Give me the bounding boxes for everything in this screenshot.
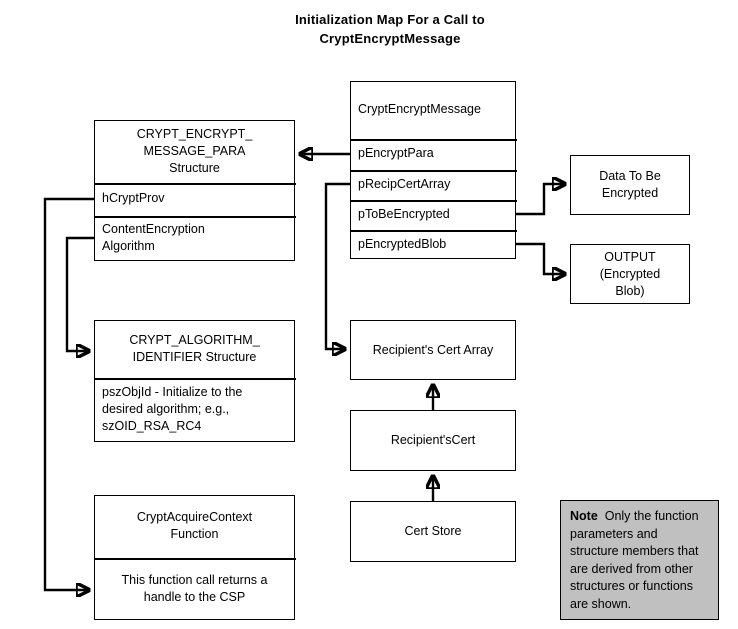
output-encrypted-blob-box [570,244,690,304]
recipient-cert-label: Recipient'sCert [390,433,476,447]
connector-ptobeencrypted-to-data [516,184,565,216]
crypt-acquire-context-function [94,495,296,620]
function-param-ptobeencrypted: pToBeEncrypted [358,206,450,221]
algid-header: CRYPT_ALGORITHM_ IDENTIFIER Structure [94,320,295,377]
structure-header-line-2: MESSAGE_PARA [143,143,246,158]
connector-pencryptedblob-to-output [516,242,565,274]
output-label-line-2: (Encrypted [599,266,661,281]
structure-header-line-3: Structure [169,160,220,175]
title-line-2: CryptEncryptMessage [319,31,461,46]
note-first-line: Note Only the function [570,508,710,526]
structure-header: CRYPT_ENCRYPT_ MESSAGE_PARA Structure [94,120,295,182]
recipient-cert-box [350,410,516,471]
recipient-cert-array-box [350,320,516,380]
function-divider-4 [351,230,517,232]
function-param-pencryptpara: pEncryptPara [358,146,434,160]
page-title: Initialization Map For a Call to CryptEn… [230,10,550,48]
function-param-precipcertarray: pRecipCertArray [358,176,451,191]
data-to-be-encrypted-label: Data To Be Encrypted [570,155,690,215]
algid-body-line-2: desired algorithm; e.g., [102,402,230,416]
data-to-be-encrypted-box [570,155,690,215]
output-label-line-1: OUTPUT [604,249,656,264]
structure-divider-1 [95,183,296,185]
note-line-6: are shown. [570,596,632,611]
structure-member-hcryptprov: hCryptProv [102,191,165,205]
algid-body: pszObjId - Initialize to the desired alg… [94,377,295,442]
acquire-divider-1 [95,558,296,560]
acquire-header-line-1: CryptAcquireContext [136,510,253,524]
acquire-body-line-2: handle to the CSP [143,589,246,604]
acquire-header-line-2: Function [170,527,219,541]
note-box: Note Only the function parameters and st… [560,500,719,620]
structure-divider-2 [95,216,296,218]
crypt-encrypt-message-function [350,81,517,259]
cert-store-box [350,501,516,562]
structure-member-contentencryptionalgorithm: ContentEncryption Algorithm [102,222,205,253]
crypt-encrypt-message-para-structure [94,120,296,261]
data-label-line-1: Data To Be [599,169,661,183]
acquire-context-body: This function call returns a handle to t… [94,557,295,620]
crypt-algorithm-identifier-structure [94,320,296,442]
algid-header-line-1: CRYPT_ALGORITHM_ [129,332,260,347]
output-label-line-3: Blob) [615,283,645,298]
algid-body-line-3: szOID_RSA_RC4 [102,419,202,433]
structure-header-line-1: CRYPT_ENCRYPT_ [136,126,253,141]
algid-header-line-2: IDENTIFIER Structure [132,349,257,364]
algid-divider-1 [95,378,296,380]
function-divider-3 [351,200,517,202]
connector-hcryptprov-to-acquire-context [43,197,94,590]
output-encrypted-blob-label: OUTPUT (Encrypted Blob) [570,244,690,304]
note-label: Note [570,509,598,523]
note-line-4: are derived from other [570,561,693,576]
function-header: CryptEncryptMessage [358,102,481,116]
function-divider-2 [351,170,517,172]
data-label-line-2: Encrypted [601,186,659,200]
function-param-pencryptedblob: pEncryptedBlob [358,236,447,251]
acquire-body-line-1: This function call returns a [121,572,268,587]
recipient-cert-array-label: Recipient's Cert Array [372,342,494,357]
function-divider-1 [351,139,517,141]
cert-store-label: Cert Store [404,524,462,538]
connector-contentencryptionalgorithm-to-algid [65,236,94,351]
note-line-3: structure members that [570,544,699,558]
note-line-1: Only the function [604,509,699,523]
note-line-2: parameters and [570,526,658,541]
note-line-5: structures or functions [570,579,693,593]
algid-body-line-1: pszObjId - Initialize to the [102,385,243,399]
title-line-1: Initialization Map For a Call to [295,12,485,27]
acquire-context-header: CryptAcquireContext Function [94,495,295,557]
connector-precipcertarray-to-cert-array [324,182,350,349]
